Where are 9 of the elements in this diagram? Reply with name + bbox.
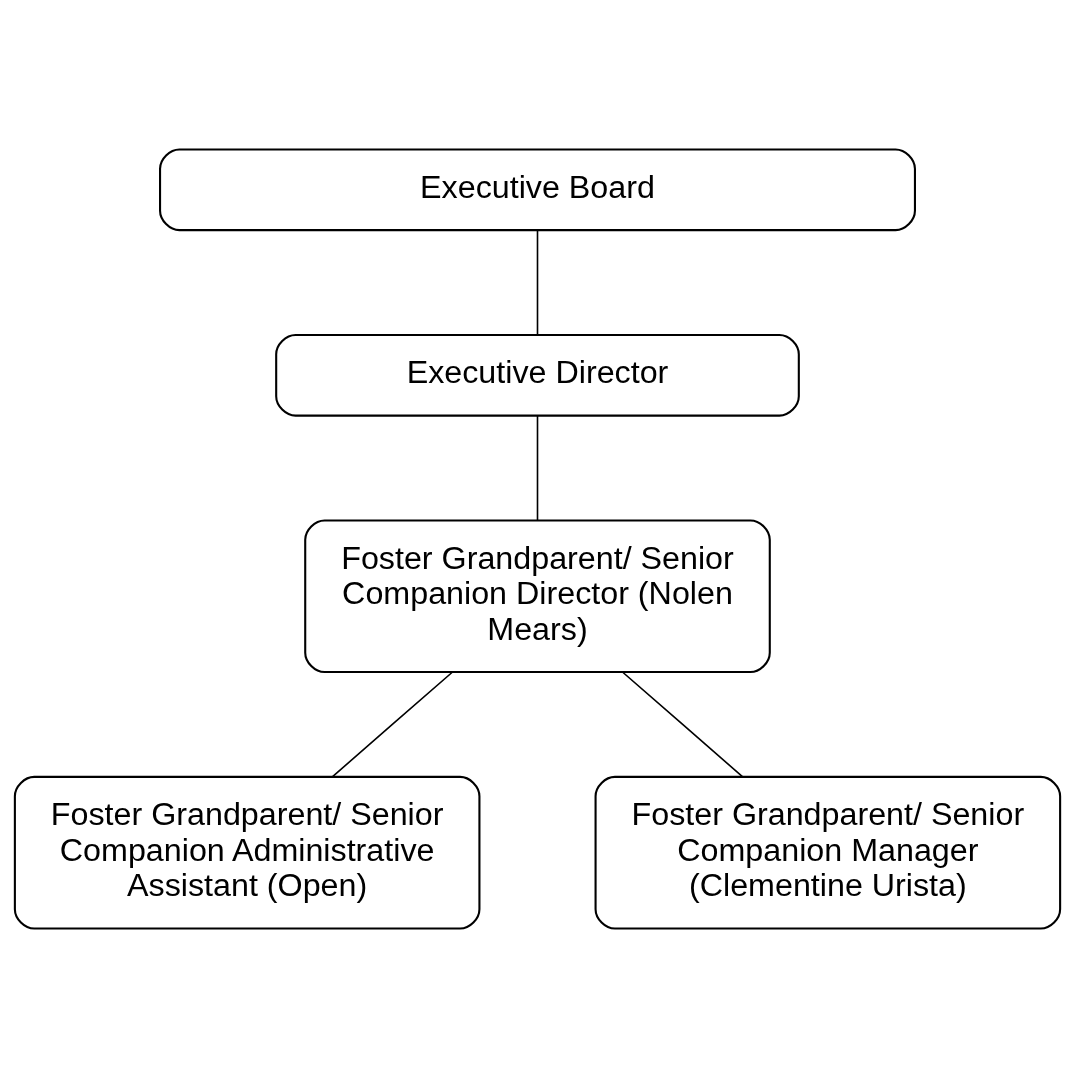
node-box: Foster Grandparent/ Senior Companion Manager (Clementine Urista) bbox=[594, 775, 1062, 930]
connector bbox=[536, 415, 539, 522]
connector bbox=[536, 229, 539, 336]
node-box: Foster Grandparent/ Senior Companion Administrative Assistant (Open) bbox=[13, 775, 481, 930]
node-box: Executive Director bbox=[275, 333, 800, 417]
connector bbox=[622, 671, 744, 778]
node-box: Foster Grandparent/ Senior Companion Director (Nolen Mears) bbox=[304, 519, 771, 674]
connector bbox=[331, 671, 453, 778]
node-box: Executive Board bbox=[159, 148, 916, 232]
